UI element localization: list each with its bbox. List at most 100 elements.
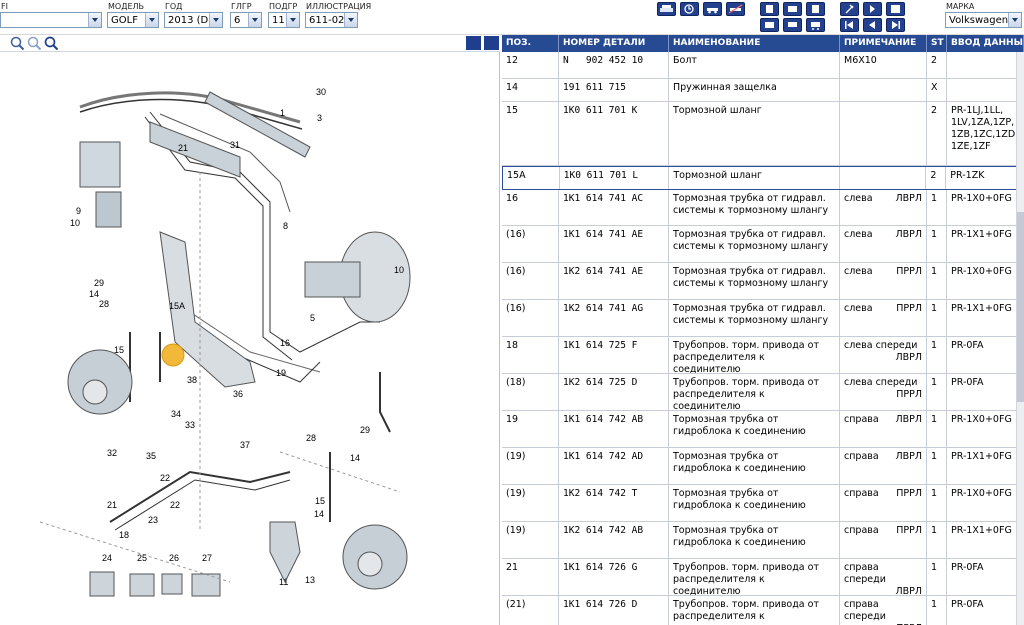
- table-row[interactable]: (19) 1K1 614 742 AD Тормозная трубка от …: [502, 448, 1024, 485]
- history-icon[interactable]: [680, 2, 699, 16]
- table-row[interactable]: 16 1K1 614 741 AC Тормозная трубка от ги…: [502, 190, 1024, 226]
- table-row[interactable]: (18) 1K2 614 725 D Трубопров. торм. прив…: [502, 374, 1024, 411]
- brand-select[interactable]: МАРКА Volkswagen: [945, 2, 1022, 28]
- table-row[interactable]: 15A 1K0 611 701 L Тормозной шланг 2 PR-1…: [502, 166, 1024, 190]
- callout-21[interactable]: 21: [178, 143, 188, 153]
- callout-35[interactable]: 35: [146, 451, 156, 461]
- scroll-thumb[interactable]: [1017, 212, 1024, 402]
- header-pos[interactable]: ПОЗ.: [502, 35, 559, 52]
- table-row[interactable]: 12 N 902 452 10 Болт M6X10 2: [502, 52, 1024, 79]
- callout-15[interactable]: 15: [114, 345, 124, 355]
- table-row[interactable]: 21 1K1 614 726 G Трубопров. торм. привод…: [502, 559, 1024, 596]
- callout-28[interactable]: 28: [99, 299, 109, 309]
- tools-icon[interactable]: [760, 18, 779, 32]
- cart-add-icon[interactable]: [783, 18, 802, 32]
- callout-25[interactable]: 25: [137, 553, 147, 563]
- table-row[interactable]: (16) 1K2 614 741 AG Тормозная трубка от …: [502, 300, 1024, 337]
- callout-10[interactable]: 10: [394, 265, 404, 275]
- filter-0-select[interactable]: FI: [0, 2, 102, 28]
- callout-3[interactable]: 3: [317, 113, 322, 123]
- callout-22[interactable]: 22: [170, 500, 180, 510]
- car-crossed-icon[interactable]: [726, 2, 745, 16]
- filter-2-select[interactable]: ГОД 2013 (D): [164, 2, 223, 28]
- table-row[interactable]: 18 1K1 614 725 F Трубопров. торм. привод…: [502, 337, 1024, 374]
- callout-10[interactable]: 10: [70, 218, 80, 228]
- callout-11[interactable]: 11: [279, 577, 288, 587]
- table-row[interactable]: 15 1K0 611 701 K Тормозной шланг 2 PR-1L…: [502, 102, 1024, 166]
- chevron-down-icon[interactable]: [88, 13, 101, 27]
- callout-27[interactable]: 27: [202, 553, 212, 563]
- chevron-down-icon[interactable]: [145, 13, 158, 27]
- previous-icon[interactable]: [863, 18, 882, 32]
- table-row[interactable]: (19) 1K2 614 742 AB Тормозная трубка от …: [502, 522, 1024, 559]
- header-st[interactable]: ST: [927, 35, 947, 52]
- zoom-out-icon[interactable]: [27, 36, 42, 51]
- chevron-down-icon[interactable]: [286, 13, 299, 27]
- callout-28[interactable]: 28: [306, 433, 316, 443]
- callout-24[interactable]: 24: [102, 553, 112, 563]
- table-row[interactable]: (19) 1K2 614 742 T Тормозная трубка от г…: [502, 485, 1024, 522]
- cell-note: M6X10: [840, 52, 927, 78]
- grid-view-icon[interactable]: [466, 36, 481, 50]
- callout-1[interactable]: 1: [280, 108, 285, 118]
- filter-3-select[interactable]: ГЛГР 6: [230, 2, 262, 28]
- callout-14[interactable]: 14: [350, 453, 360, 463]
- zoom-in-icon[interactable]: [10, 36, 25, 51]
- callout-37[interactable]: 37: [240, 440, 250, 450]
- header-input[interactable]: ВВОД ДАННЫХ: [947, 35, 1024, 52]
- chevron-down-icon[interactable]: [209, 13, 222, 27]
- callout-32[interactable]: 32: [107, 448, 117, 458]
- print-icon[interactable]: [657, 2, 676, 16]
- filter-4-select[interactable]: ПОДГР 11: [268, 2, 300, 28]
- header-note[interactable]: ПРИМЕЧАНИЕ: [840, 35, 927, 52]
- callout-23[interactable]: 23: [148, 515, 158, 525]
- table-row[interactable]: (16) 1K1 614 741 AE Тормозная трубка от …: [502, 226, 1024, 263]
- callout-38[interactable]: 38: [187, 375, 197, 385]
- callout-36[interactable]: 36: [233, 389, 243, 399]
- table-row[interactable]: 19 1K1 614 742 AB Тормозная трубка от ги…: [502, 411, 1024, 448]
- callout-22[interactable]: 22: [160, 473, 170, 483]
- expand-icon[interactable]: [484, 36, 499, 50]
- header-name[interactable]: НАИМЕНОВАНИЕ: [669, 35, 840, 52]
- callout-21[interactable]: 21: [107, 500, 117, 510]
- table-row[interactable]: (21) 1K1 614 726 D Трубопров. торм. прив…: [502, 596, 1024, 625]
- callout-15A[interactable]: 15A: [169, 301, 185, 311]
- vertical-scrollbar[interactable]: [1016, 52, 1024, 625]
- chevron-down-icon[interactable]: [248, 13, 261, 27]
- callout-31[interactable]: 31: [230, 140, 240, 150]
- table-row[interactable]: (16) 1K2 614 741 AE Тормозная трубка от …: [502, 263, 1024, 300]
- chevron-down-icon[interactable]: [344, 13, 357, 27]
- callout-26[interactable]: 26: [169, 553, 179, 563]
- callout-9[interactable]: 9: [76, 206, 81, 216]
- callout-15[interactable]: 15: [315, 496, 325, 506]
- callout-16[interactable]: 16: [280, 338, 290, 348]
- first-icon[interactable]: [840, 18, 859, 32]
- document-icon[interactable]: [806, 2, 825, 16]
- pin-icon[interactable]: [840, 2, 859, 16]
- callout-14[interactable]: 14: [314, 509, 324, 519]
- callout-18[interactable]: 18: [119, 530, 129, 540]
- callout-13[interactable]: 13: [305, 575, 315, 585]
- callout-5[interactable]: 5: [310, 313, 315, 323]
- callout-19[interactable]: 19: [276, 368, 286, 378]
- next-page-icon[interactable]: [863, 2, 882, 16]
- chevron-down-icon[interactable]: [1008, 13, 1021, 27]
- callout-30[interactable]: 30: [316, 87, 326, 97]
- book-icon[interactable]: [886, 2, 905, 16]
- callout-29[interactable]: 29: [94, 278, 104, 288]
- zoom-fit-icon[interactable]: [44, 36, 59, 51]
- cart-icon[interactable]: [806, 18, 825, 32]
- last-icon[interactable]: [886, 18, 905, 32]
- filter-1-select[interactable]: МОДЕЛЬ GOLF: [107, 2, 159, 28]
- callout-29[interactable]: 29: [360, 425, 370, 435]
- service-icon[interactable]: [783, 2, 802, 16]
- table-row[interactable]: 14 191 611 715 Пружинная защелка X: [502, 79, 1024, 102]
- callout-34[interactable]: 34: [171, 409, 181, 419]
- elsa-icon[interactable]: [760, 2, 779, 16]
- callout-8[interactable]: 8: [283, 221, 288, 231]
- car-icon[interactable]: [703, 2, 722, 16]
- callout-14[interactable]: 14: [89, 289, 99, 299]
- callout-33[interactable]: 33: [185, 420, 195, 430]
- filter-5-select[interactable]: ИЛЛЮСТРАЦИЯ 611-020: [305, 2, 371, 28]
- header-part-number[interactable]: НОМЕР ДЕТАЛИ: [559, 35, 669, 52]
